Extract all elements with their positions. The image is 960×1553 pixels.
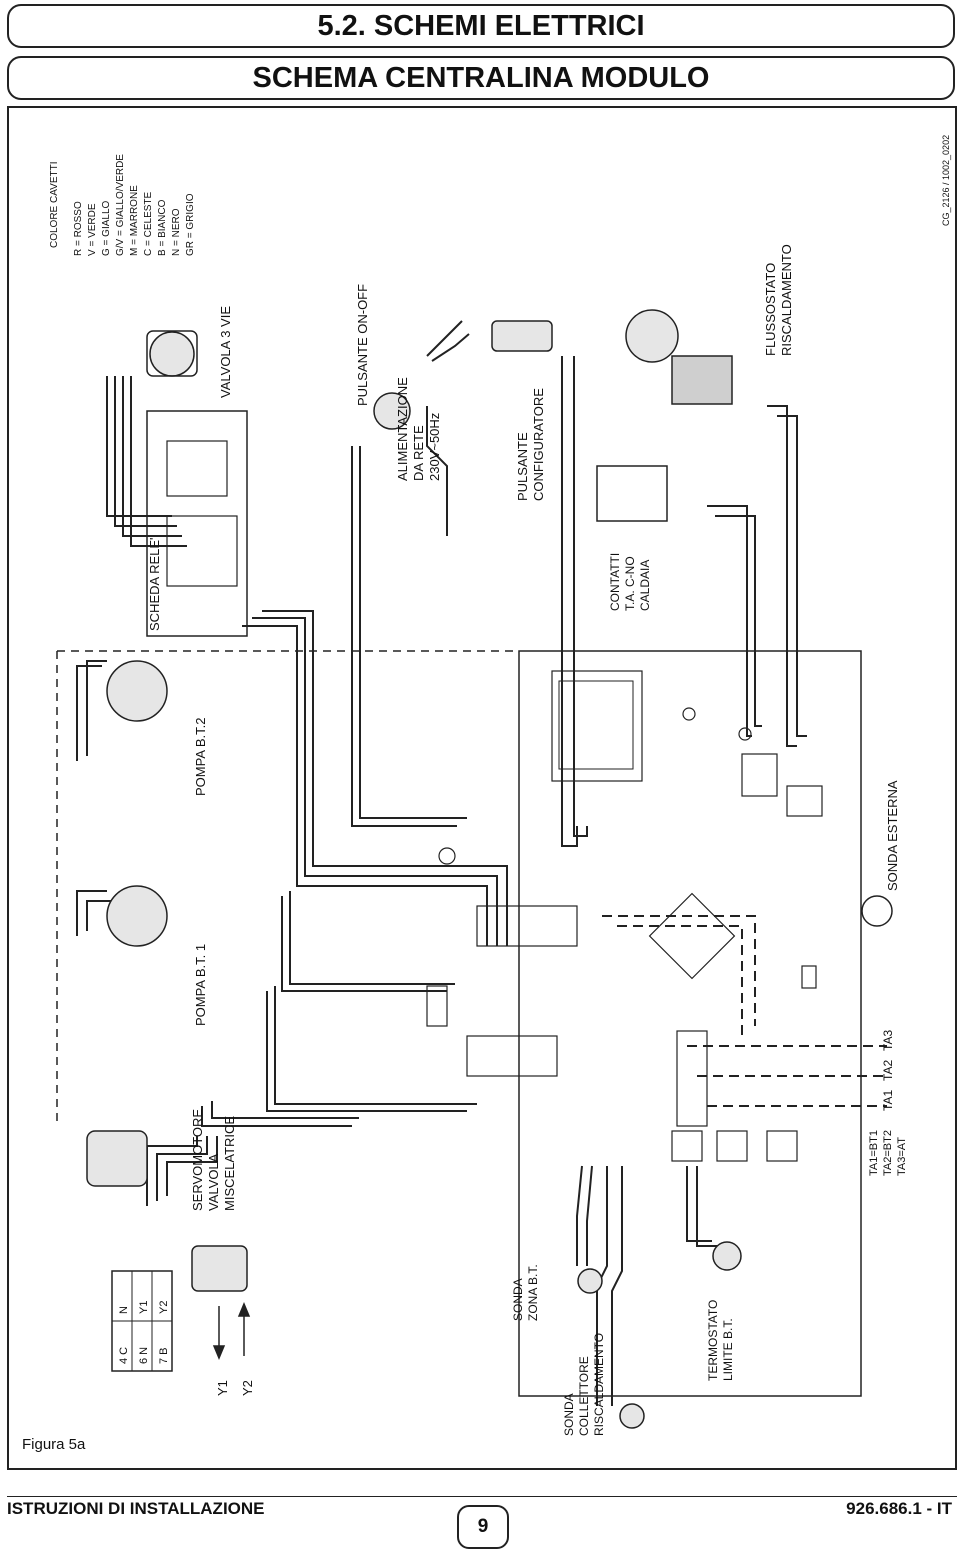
footer-manual-title: ISTRUZIONI DI INSTALLAZIONE xyxy=(7,1499,265,1518)
scheda-rele-label: SCHEDA RELE' xyxy=(147,537,162,631)
schema-header: SCHEMA CENTRALINA MODULO xyxy=(7,56,955,100)
pulsante-conf-label-1: PULSANTE xyxy=(515,432,530,501)
page-number: 9 xyxy=(457,1505,509,1549)
pulsante-onoff-label: PULSANTE ON-OFF xyxy=(355,284,370,406)
contatti-label-3: CALDAIA xyxy=(638,560,652,611)
valve-body-icon xyxy=(146,330,198,377)
contatti-label-2: T.A. C-NO xyxy=(623,556,637,611)
drawing-code: CG_2126 / 1002_0202 xyxy=(941,135,951,226)
flussostato-label-2: RISCALDAMENTO xyxy=(779,244,794,356)
flow-switch-box-icon xyxy=(671,355,733,405)
legend-item: R = ROSSO xyxy=(73,201,84,256)
schema-title: SCHEMA CENTRALINA MODULO xyxy=(252,61,710,94)
termostato-label-2: LIMITE B.T. xyxy=(721,1318,735,1381)
pulsante-conf-label-2: CONFIGURATORE xyxy=(531,388,546,501)
page-number-text: 9 xyxy=(477,1516,489,1537)
valvola-label: VALVOLA 3 VIE xyxy=(218,306,233,398)
ta-map-2: TA2=BT2 xyxy=(882,1130,894,1176)
probe-zone-icon xyxy=(577,1268,603,1294)
legend-item: M = MARRONE xyxy=(129,185,140,256)
sonda-collettore-label-1: SONDA xyxy=(562,1393,576,1436)
table-cell: 4 C xyxy=(118,1347,130,1364)
servo-connection-table: 4 C N 6 N Y1 7 B Y2 xyxy=(111,1270,173,1372)
sonda-zona-label-2: ZONA B.T. xyxy=(526,1264,540,1321)
y2-label: Y2 xyxy=(240,1380,255,1396)
legend-item: G/V = GIALLO/VERDE xyxy=(115,154,126,256)
legend-item: G = GIALLO xyxy=(101,200,112,256)
legend: COLORE CAVETTI R = ROSSO V = VERDE G = G… xyxy=(49,154,196,256)
servomotore-label-1: SERVOMOTORE xyxy=(190,1109,205,1211)
y1-label: Y1 xyxy=(215,1380,230,1396)
ta-term-2: TA2 xyxy=(881,1060,895,1081)
sonda-esterna-icon xyxy=(861,895,893,927)
footer-divider xyxy=(7,1496,957,1497)
configurator-button-icon xyxy=(491,320,553,352)
ta-map-1: TA1=BT1 xyxy=(868,1130,880,1176)
flow-switch-icon xyxy=(625,309,679,363)
servomotore-label-3: MISCELATRICE xyxy=(222,1116,237,1211)
section-title: 5.2. SCHEMI ELETTRICI xyxy=(317,9,645,42)
table-cell: Y2 xyxy=(158,1301,170,1314)
alimentazione-label-3: 230V~50Hz xyxy=(427,413,442,481)
flussostato-label-1: FLUSSOSTATO xyxy=(763,263,778,356)
wire-bundle xyxy=(56,320,887,1406)
table-cell: N xyxy=(118,1306,130,1314)
table-cell: 7 B xyxy=(158,1347,170,1364)
alimentazione-label-1: ALIMENTAZIONE xyxy=(395,377,410,481)
sonda-esterna-label: SONDA ESTERNA xyxy=(885,780,900,891)
legend-item: GR = GRIGIO xyxy=(185,193,196,256)
probe-collector-icon xyxy=(619,1403,645,1429)
legend-item: N = NERO xyxy=(171,208,182,256)
pompa1-label: POMPA B.T. 1 xyxy=(193,944,208,1026)
contatti-label-1: CONTATTI xyxy=(608,553,622,611)
table-cell: 6 N xyxy=(138,1347,150,1364)
onoff-switch-icon xyxy=(373,392,411,430)
actuator-icon xyxy=(191,1245,248,1292)
ta-term-1: TA1 xyxy=(881,1090,895,1111)
pump2-icon xyxy=(106,660,168,722)
footer-doc-code: 926.686.1 - IT xyxy=(846,1499,952,1518)
pump1-icon xyxy=(106,885,168,947)
sonda-collettore-label-3: RISCALDAMENTO xyxy=(592,1333,606,1436)
legend-title: COLORE CAVETTI xyxy=(49,162,60,249)
board-details xyxy=(426,707,823,1162)
legend-item: V = VERDE xyxy=(87,203,98,256)
ta-term-3: TA3 xyxy=(881,1030,895,1051)
legend-item: C = CELESTE xyxy=(143,191,154,256)
limit-thermostat-icon xyxy=(712,1241,742,1271)
component-labels: VALVOLA 3 VIE PULSANTE ON-OFF ALIMENTAZI… xyxy=(147,244,908,1436)
table-cell: Y1 xyxy=(138,1301,150,1314)
figure-label: Figura 5a xyxy=(22,1436,86,1453)
actuator-arrows xyxy=(212,1302,251,1360)
servomotor-icon xyxy=(86,1130,148,1187)
sonda-zona-label-1: SONDA xyxy=(511,1278,525,1321)
component-shapes xyxy=(86,309,893,1429)
servomotore-label-2: VALVOLA xyxy=(206,1153,221,1211)
alimentazione-label-2: DA RETE xyxy=(411,425,426,481)
valve-motor-icon xyxy=(149,331,195,377)
ta-map-3: TA3=AT xyxy=(896,1137,908,1176)
section-header: 5.2. SCHEMI ELETTRICI xyxy=(7,4,955,48)
wiring-diagram: COLORE CAVETTI R = ROSSO V = VERDE G = G… xyxy=(49,135,951,1436)
termostato-label-1: TERMOSTATO xyxy=(706,1300,720,1381)
ta-contacts-block-icon xyxy=(596,465,668,522)
sonda-collettore-label-2: COLLETTORE xyxy=(577,1356,591,1436)
legend-item: B = BIANCO xyxy=(157,199,168,256)
pompa2-label: POMPA B.T.2 xyxy=(193,717,208,796)
